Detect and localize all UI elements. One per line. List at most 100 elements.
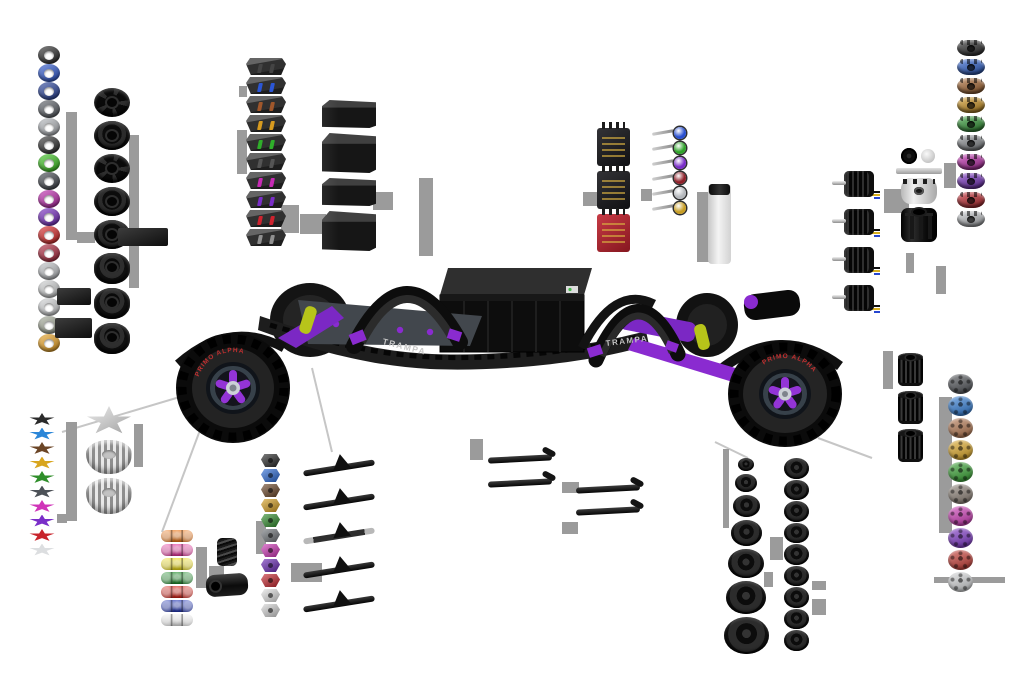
rim-ring-color-option[interactable] [38, 334, 60, 352]
rim-ring-color-option[interactable] [38, 136, 60, 154]
wheel-hub-style-option[interactable] [94, 121, 130, 150]
power-button-option[interactable] [652, 187, 688, 199]
wheel-hub-style-option[interactable] [94, 88, 130, 117]
motor-pulley-option[interactable] [898, 391, 923, 424]
spider-hub-color-option[interactable] [29, 529, 55, 541]
damper-barrel-color-option[interactable] [161, 530, 193, 542]
spider-hub-color-option[interactable] [29, 456, 55, 469]
deck-option[interactable] [572, 478, 644, 496]
brushless-motor-option[interactable] [832, 284, 880, 314]
rim-ring-color-option[interactable] [38, 262, 60, 280]
drive-train-part[interactable] [898, 148, 940, 164]
rim-ring-color-option[interactable] [38, 46, 60, 64]
truck-clamp-color-option[interactable] [261, 574, 280, 587]
power-button-option[interactable] [652, 127, 688, 139]
hub-adapter-color-option[interactable] [957, 97, 985, 113]
hub-adapter-color-option[interactable] [957, 78, 985, 94]
tire-size-option[interactable] [728, 548, 764, 579]
wheel-pulley-color-option[interactable] [948, 462, 973, 482]
wheel-hub-style-option[interactable] [94, 288, 130, 319]
motor-pulley-option[interactable] [898, 353, 923, 386]
truck-clamp-color-option[interactable] [261, 559, 280, 572]
power-button-option[interactable] [652, 172, 688, 184]
rim-ring-color-option[interactable] [38, 82, 60, 100]
battery-box-option[interactable] [322, 100, 376, 128]
footstrap-pad-option[interactable] [246, 115, 286, 132]
speed-controller-option[interactable] [597, 208, 630, 252]
spider-hub-color-option[interactable] [29, 500, 55, 512]
tire-option[interactable] [784, 544, 809, 565]
wheel-hub-style-option[interactable] [94, 154, 130, 183]
footstrap-pad-option[interactable] [246, 210, 286, 227]
deck-option[interactable] [572, 500, 644, 518]
mount-bracket-part[interactable] [118, 228, 168, 246]
truck-option[interactable] [302, 588, 376, 616]
rim-ring-color-option[interactable] [38, 298, 60, 316]
rim-ring-color-option[interactable] [38, 172, 60, 190]
damper-barrel-color-option[interactable] [161, 586, 193, 598]
gear-drive-part[interactable] [86, 440, 132, 474]
wheel-hub-style-option[interactable] [94, 187, 130, 216]
damper-barrel-color-option[interactable] [161, 558, 193, 570]
tire-option[interactable] [784, 501, 809, 522]
wheel-pulley-color-option[interactable] [948, 484, 973, 504]
deck-option[interactable] [484, 448, 556, 466]
tire-option[interactable] [784, 608, 809, 629]
white-cylinder-part[interactable] [708, 184, 731, 264]
tire-option[interactable] [784, 565, 809, 586]
mount-bracket-part[interactable] [56, 288, 91, 305]
battery-box-option[interactable] [322, 133, 376, 173]
hub-adapter-color-option[interactable] [957, 135, 985, 151]
truck-option[interactable] [302, 486, 376, 514]
rim-ring-color-option[interactable] [38, 118, 60, 136]
deck-option[interactable] [484, 472, 556, 490]
tire-option[interactable] [784, 479, 809, 500]
speed-controller-option[interactable] [597, 165, 630, 209]
wheel-pulley-color-option[interactable] [948, 528, 973, 548]
rim-ring-color-option[interactable] [38, 244, 60, 262]
truck-clamp-color-option[interactable] [261, 604, 280, 617]
truck-option[interactable] [302, 452, 376, 480]
damper-barrel-color-option[interactable] [161, 544, 193, 556]
wheel-pulley-color-option[interactable] [948, 440, 973, 460]
rim-ring-color-option[interactable] [38, 280, 60, 298]
hub-adapter-color-option[interactable] [957, 173, 985, 189]
shock-part[interactable] [217, 538, 237, 566]
truck-clamp-color-option[interactable] [261, 514, 280, 527]
hub-adapter-color-option[interactable] [957, 40, 985, 56]
tire-option[interactable] [784, 458, 809, 479]
tire-size-option[interactable] [723, 616, 769, 654]
drive-train-part[interactable] [901, 208, 937, 242]
truck-clamp-color-option[interactable] [261, 499, 280, 512]
wheel-hub-style-option[interactable] [94, 253, 130, 284]
footstrap-pad-option[interactable] [246, 153, 286, 170]
footstrap-pad-option[interactable] [246, 134, 286, 151]
speed-controller-option[interactable] [597, 122, 630, 166]
truck-option[interactable] [302, 554, 376, 582]
wheel-pulley-color-option[interactable] [948, 396, 973, 416]
spider-hub-color-option[interactable] [29, 471, 55, 483]
truck-clamp-color-option[interactable] [261, 529, 280, 542]
brushless-motor-option[interactable] [832, 170, 880, 200]
hub-adapter-color-option[interactable] [957, 192, 985, 208]
footstrap-pad-option[interactable] [246, 172, 286, 189]
footstrap-pad-option[interactable] [246, 77, 286, 94]
hub-adapter-color-option[interactable] [957, 211, 985, 227]
battery-box-option[interactable] [322, 178, 376, 206]
drive-train-part[interactable] [896, 168, 942, 174]
spider-hub-color-option[interactable] [29, 485, 55, 498]
spider-hub-color-option[interactable] [29, 543, 55, 556]
rim-ring-color-option[interactable] [38, 226, 60, 244]
rim-ring-color-option[interactable] [38, 316, 60, 334]
damper-barrel-color-option[interactable] [161, 572, 193, 584]
spider-hub-color-option[interactable] [29, 442, 55, 454]
tire-option[interactable] [784, 630, 809, 651]
footstrap-pad-option[interactable] [246, 58, 286, 75]
gear-drive-part[interactable] [86, 406, 132, 434]
truck-option[interactable] [302, 520, 376, 548]
wheel-pulley-color-option[interactable] [948, 550, 973, 570]
footstrap-pad-option[interactable] [246, 96, 286, 113]
drive-train-part[interactable] [901, 178, 937, 204]
rim-ring-color-option[interactable] [38, 64, 60, 82]
tire-size-option[interactable] [735, 474, 757, 493]
